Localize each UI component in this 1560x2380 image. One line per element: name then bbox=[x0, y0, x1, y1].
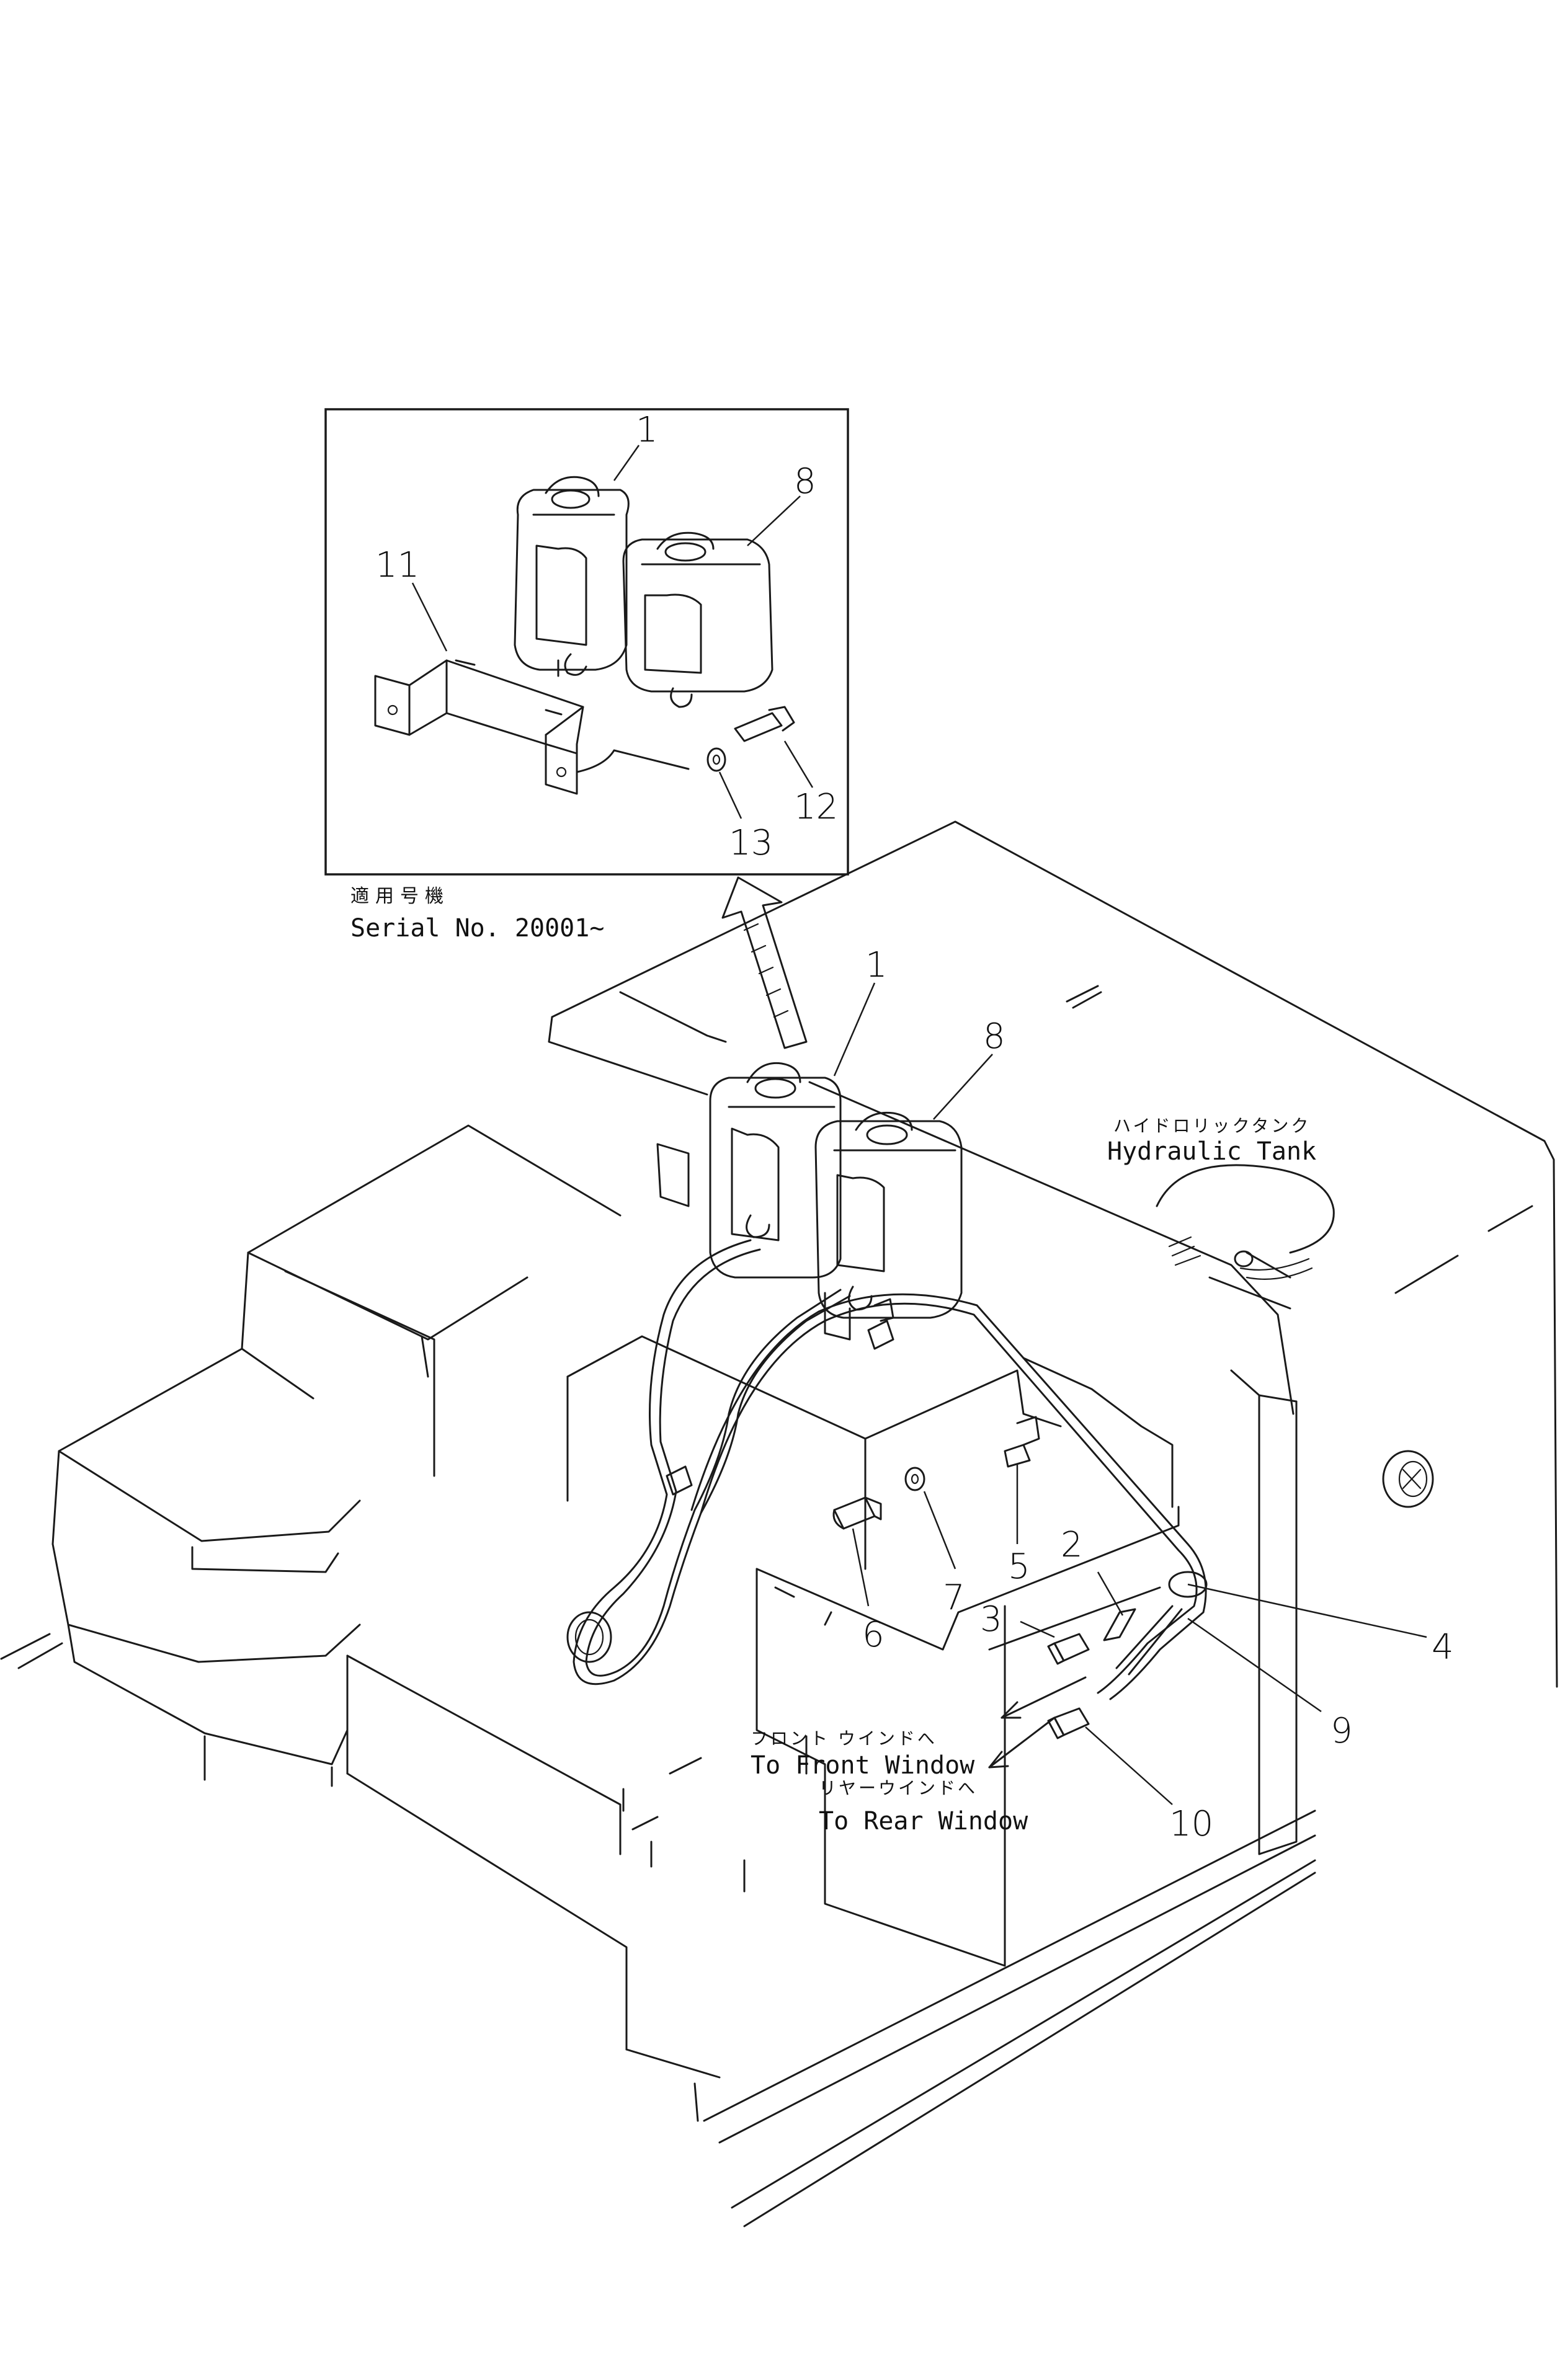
inset-tank-8 bbox=[622, 531, 773, 708]
inset-callout-8: 8 bbox=[794, 461, 816, 502]
machine-body bbox=[0, 820, 1558, 2227]
inset-callout-12: 12 bbox=[794, 787, 838, 827]
inset-tank-1 bbox=[514, 476, 630, 677]
inset-bolt-12 bbox=[734, 706, 795, 742]
main-callout-8: 8 bbox=[983, 1016, 1005, 1057]
rear-window-label-jp: リヤーウインドへ bbox=[819, 1778, 978, 1798]
main-callout-2: 2 bbox=[1061, 1525, 1083, 1565]
inset-callout-13: 13 bbox=[729, 823, 773, 863]
rear-window-label: To Rear Window bbox=[819, 1807, 1028, 1836]
front-window-label: To Front Window bbox=[751, 1751, 975, 1780]
hydraulic-tank-label-jp: ハイドロリックタンク bbox=[1113, 1116, 1311, 1136]
fuel-cap bbox=[1382, 1450, 1434, 1508]
washer-7 bbox=[904, 1467, 925, 1491]
main-washer-tanks bbox=[656, 1062, 963, 1341]
main-callout-9: 9 bbox=[1330, 1711, 1353, 1751]
main-callout-4: 4 bbox=[1432, 1627, 1454, 1667]
reference-arrow bbox=[721, 876, 808, 1049]
bolt-6 bbox=[832, 1496, 882, 1530]
serial-label-jp: 適用号機 bbox=[350, 886, 450, 907]
inset-bracket-11 bbox=[374, 659, 690, 795]
hydraulic-tank-label: Hydraulic Tank bbox=[1107, 1137, 1316, 1166]
main-callout-7: 7 bbox=[943, 1578, 965, 1618]
joint-3 bbox=[1047, 1633, 1090, 1665]
inset-washer-13 bbox=[706, 747, 726, 772]
main-leaders bbox=[833, 982, 1427, 1805]
joint-10 bbox=[1047, 1707, 1090, 1739]
front-window-label-jp: フロント ウインドへ bbox=[751, 1728, 937, 1749]
main-callout-3: 3 bbox=[980, 1599, 1002, 1640]
hydraulic-tank-cap bbox=[1156, 1164, 1335, 1280]
serial-label: Serial No. 20001~ bbox=[350, 914, 604, 943]
main-callout-5: 5 bbox=[1008, 1547, 1030, 1587]
inset-callout-11: 11 bbox=[375, 545, 419, 585]
main-tank-8 bbox=[814, 1111, 963, 1319]
inset-frame bbox=[324, 408, 849, 876]
main-callout-10: 10 bbox=[1169, 1804, 1213, 1844]
inset-callout-1: 1 bbox=[636, 410, 658, 450]
main-callout-1: 1 bbox=[865, 945, 888, 985]
washer-hoses bbox=[566, 1239, 1208, 1769]
main-tank-1 bbox=[709, 1062, 842, 1279]
inset-detail: 1 8 11 12 13 bbox=[324, 408, 849, 876]
main-callout-6: 6 bbox=[862, 1615, 885, 1655]
